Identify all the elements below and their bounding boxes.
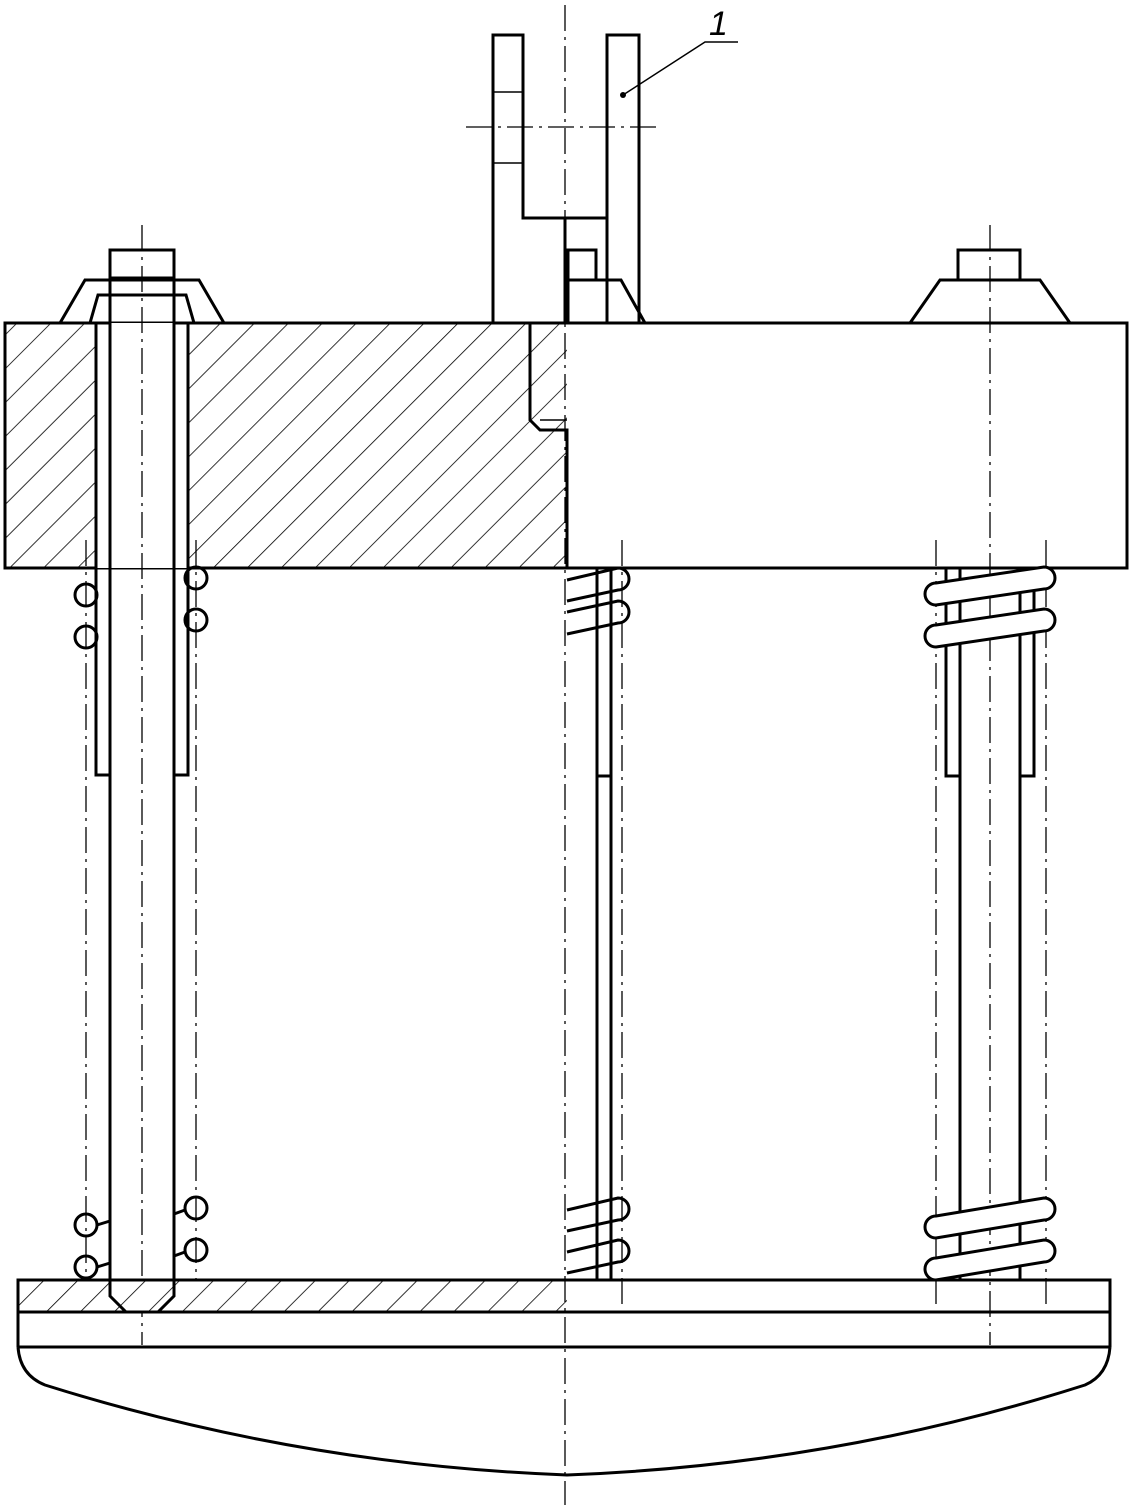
right-bolt-assembly bbox=[907, 225, 1073, 1345]
middle-spring-rod bbox=[566, 540, 631, 1308]
leader-line bbox=[622, 41, 738, 96]
top-bracket bbox=[466, 33, 662, 325]
left-bolt-assembly bbox=[57, 225, 227, 1345]
callout-label: 1 bbox=[709, 5, 728, 43]
bottom-plate bbox=[16, 1278, 1112, 1477]
callout-1: 1 bbox=[620, 5, 738, 98]
